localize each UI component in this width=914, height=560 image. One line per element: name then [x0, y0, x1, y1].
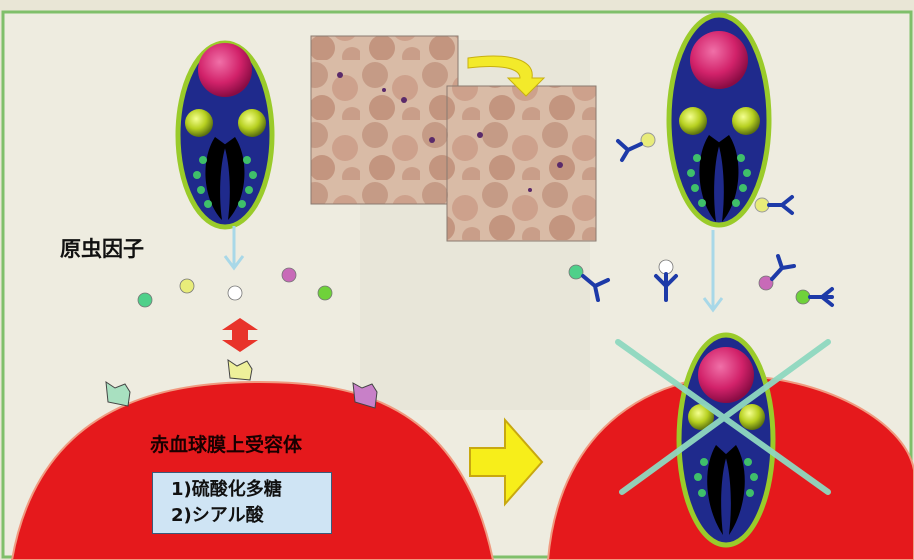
blood-smear-image-2: [447, 86, 596, 241]
receptor-title: 赤血球膜上受容体: [150, 430, 302, 457]
merozoite-right: [669, 15, 769, 225]
merozoite-left: [178, 43, 272, 227]
receptor-item: 2)シアル酸: [171, 503, 331, 529]
parasite-factor-label: 原虫因子: [60, 233, 144, 263]
nucleus: [198, 43, 252, 97]
blood-smear-image-1: [311, 36, 458, 204]
receptor-item: 1)硫酸化多糖: [171, 477, 331, 503]
receptor-list-box: 1)硫酸化多糖 2)シアル酸: [152, 472, 332, 534]
